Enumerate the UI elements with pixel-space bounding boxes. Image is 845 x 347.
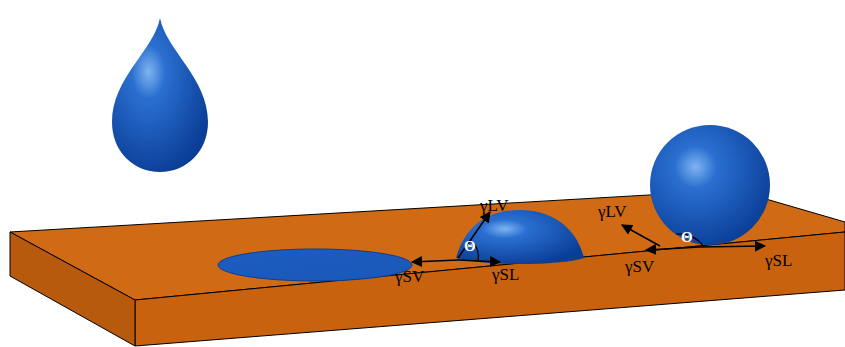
force-arrow [646,247,700,250]
angle-label: Θ [464,239,476,254]
falling-drop [112,18,208,172]
force-arrow [458,212,490,258]
tension-label: γSV [625,258,654,275]
tension-label: γSL [765,252,792,269]
tension-label: γLV [480,197,509,214]
tension-label: γLV [598,203,627,220]
non-wetting-drop [650,125,770,245]
force-arrow [622,225,660,246]
tension-label: γSL [492,266,519,283]
plate-side [10,232,135,346]
tension-label: γSV [395,268,424,285]
force-arrow [700,246,765,247]
angle-label: Θ [681,230,693,245]
spread-drop [218,249,412,281]
partial-wetting-drop [456,210,584,264]
force-arrow [458,260,500,262]
force-arrow [412,260,458,262]
